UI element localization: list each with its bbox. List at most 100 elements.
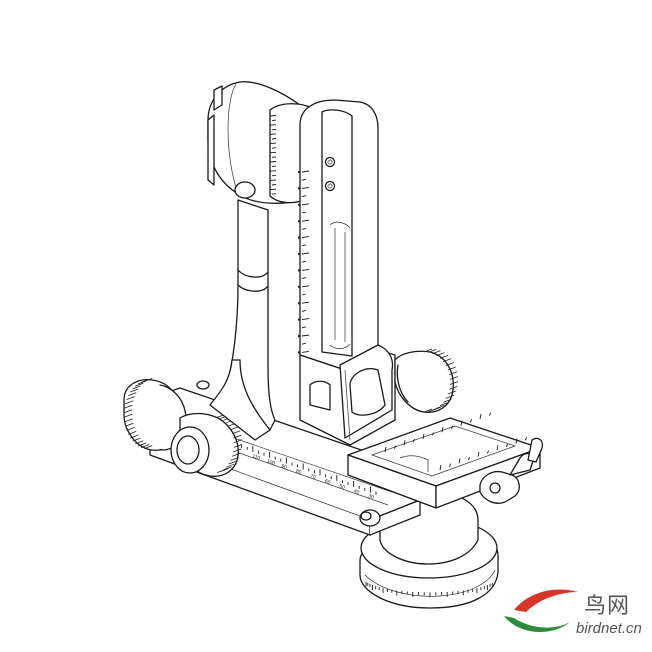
barrel-scale-tick [269,142,277,145]
arm-scale-dot [297,203,301,206]
arm-scale-tick [301,350,310,353]
plate-scale-tick [458,458,461,464]
knurl-line [228,460,237,465]
birdnet-watermark: 鸟网 birdnet.cn [500,580,650,650]
plate-scale-tick [449,463,451,467]
brand-url: birdnet.cn [576,620,642,637]
arm-scale-dot [297,269,301,272]
rail-scale-label: 110 [251,453,261,461]
clamp-lever [479,437,544,504]
knurl-line [223,466,232,471]
plate-scale-tick [525,437,527,441]
arm-scale-dot [297,302,301,305]
arm-scale-tick [301,277,307,280]
arm-scale-tick [301,309,307,312]
knurl-line [232,430,241,435]
knurl-line [128,392,137,397]
arm-scale-tick [301,293,307,296]
vertical-arm [297,99,379,371]
knurl-line [132,385,141,390]
plate-scale-tick [515,438,518,444]
arm-scale-tick [301,285,310,288]
barrel-scale-tick [269,115,277,117]
knurl-line [447,366,456,371]
barrel-scale-tick [269,124,277,126]
arm-scale-tick [301,219,310,222]
knurl-line [449,385,458,390]
tilt-degree-scale [269,115,277,195]
barrel-scale-tick [271,174,277,177]
upright-column [196,199,276,441]
arm-scale-dot [297,351,301,354]
knurl-line [232,452,241,457]
plate-scale-tick [432,432,434,436]
plate-scale-tick [506,443,508,448]
plate-scale [384,412,527,471]
barrel-scale-tick [269,133,277,135]
knurl-line [124,404,133,409]
knurl-line [230,457,239,461]
knurl-line [445,362,454,366]
knurl-line [124,418,133,423]
arm-scale-dot [297,252,301,256]
knurl-line [140,444,150,448]
knurl-line [445,395,454,399]
barrel-scale-tick [271,119,277,122]
barrel-scale-tick [269,151,277,154]
plate-scale-tick [439,464,442,471]
barrel-scale-tick [271,156,277,158]
arm-scale-tick [301,211,307,214]
knurl-line [439,402,449,407]
knurl-line [449,376,459,380]
plate-scale-tick [460,420,463,426]
arm-scale-tick [301,260,307,263]
rail-scale-label: 70 [309,473,316,481]
arm-scale-dot [297,318,301,321]
rail-scale-label: 100 [266,458,276,467]
rail-scale-label: 90 [280,463,287,471]
arm-scale-dot [297,236,301,239]
knurl-line [123,409,133,414]
knurl-line [447,390,456,395]
arm-scale-tick [301,195,307,198]
rail-scale-label: 80 [295,468,302,476]
arm-scale-dot [297,334,301,338]
brand-name-cn: 鸟网 [584,594,631,619]
knurl-line [226,463,235,468]
right-clamp-knob [394,348,459,413]
plate-scale-tick [468,456,470,461]
arm-scale-dot [297,187,301,190]
arm-scale-tick [301,268,310,271]
knurl-line [144,378,153,382]
knurl-line [125,400,134,405]
plate-scale-tick [403,440,406,446]
knurl-line [436,405,445,409]
arm-scale-dot [297,170,301,174]
arm-scale-tick [301,301,310,304]
plate-scale-tick [422,433,425,439]
plate-scale-tick [496,445,499,451]
arm-scale-tick [301,252,310,255]
arm-scale-dot [297,220,301,223]
rail-scale-label: 40 [353,488,360,496]
arm-scale-tick [301,178,307,181]
barrel-scale-tick [271,138,277,140]
birdnet-logo-icon [504,589,578,633]
barrel-scale-tick [269,170,277,172]
knurl-line [130,388,139,393]
plate-scale-tick [413,438,415,443]
knurl-line [233,439,243,444]
arm-scale-tick [301,227,307,230]
knurl-line [233,443,243,448]
barrel-scale-tick [271,147,277,149]
knurl-line [428,408,437,412]
knurl-line [126,427,135,431]
logo-red-swoosh [514,589,578,612]
tilt-barrel [207,81,313,204]
plate-scale-tick [489,412,491,416]
knurl-line [432,350,441,355]
plate-scale-tick [479,413,482,420]
knurl-line [439,354,449,359]
plate-scale-tick [394,445,396,449]
